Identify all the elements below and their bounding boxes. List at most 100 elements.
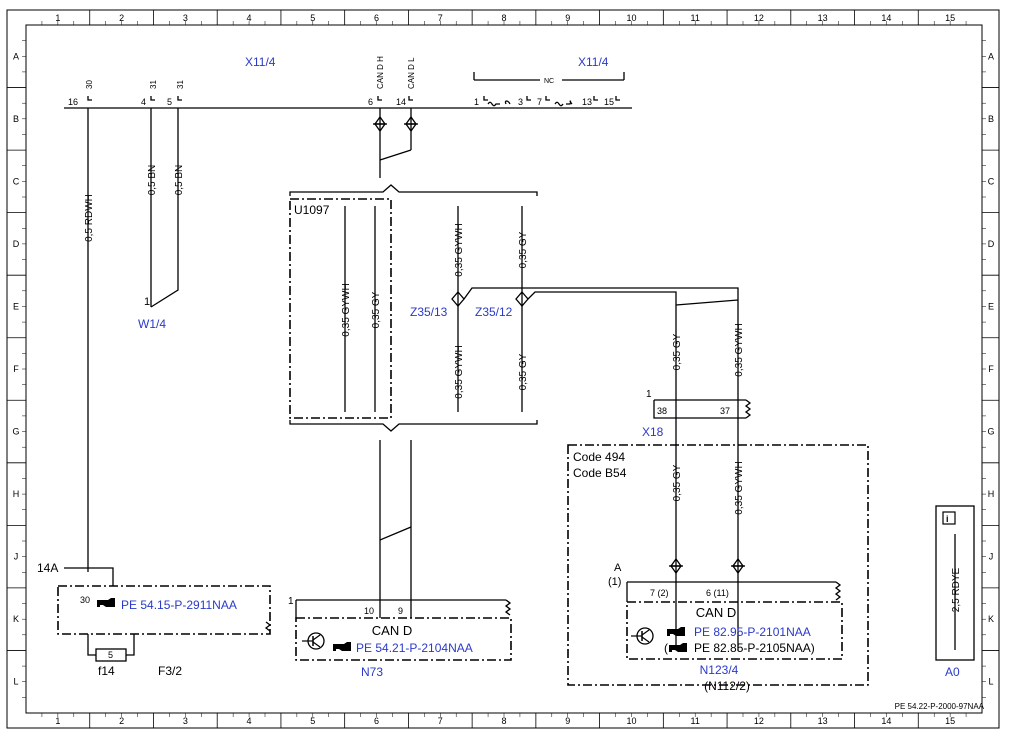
- pin-15: 15: [604, 97, 614, 107]
- n73-box: [295, 617, 512, 661]
- pin-7: 7: [537, 97, 542, 107]
- column-number: 15: [945, 13, 955, 23]
- u1097-gywh-label: 0,35 GYWH: [341, 283, 352, 336]
- pin-4: 4: [141, 97, 146, 107]
- x18-gy-top-label: 0,35 GY: [672, 333, 683, 370]
- nc-label: NC: [544, 78, 554, 85]
- f3-2-break: [264, 621, 272, 632]
- n123-4-box: [626, 601, 843, 660]
- z35-12-splice-icon: [515, 291, 529, 307]
- code-494-box: [567, 444, 869, 686]
- x11-4-left-label[interactable]: X11/4: [245, 55, 276, 69]
- column-number: 6: [374, 716, 379, 726]
- column-number: 7: [438, 13, 443, 23]
- n123-ref2-text: PE 82.85-P-2105NAA): [694, 641, 815, 655]
- n123-a-label: A: [614, 562, 622, 574]
- n123-transistor-icon: [630, 627, 654, 645]
- x18-label[interactable]: X18: [642, 425, 664, 439]
- nc-links: [487, 100, 573, 107]
- junction-14a-line: [64, 567, 114, 586]
- pin-1: 1: [474, 97, 479, 107]
- row-letter: J: [989, 552, 994, 562]
- u1097-bottom-brace: [289, 420, 538, 432]
- n123-pin-6: 6 (11): [706, 588, 729, 598]
- pin-30-label: 30: [85, 80, 94, 89]
- junction-14a-label: 14A: [37, 561, 58, 575]
- u1097-box: [289, 198, 392, 419]
- n73-can-d-label: CAN D: [372, 623, 412, 638]
- z35-12-label[interactable]: Z35/12: [475, 305, 513, 319]
- n73-pin-9: 9: [398, 606, 403, 616]
- f3-2-box: [57, 585, 271, 635]
- column-number: 4: [247, 716, 252, 726]
- n123-ref2-paren: (: [664, 641, 668, 655]
- column-number: 13: [818, 716, 828, 726]
- column-number: 2: [119, 13, 124, 23]
- n73-connector-top: [295, 599, 506, 618]
- column-number: 11: [691, 13, 700, 23]
- pin-16: 16: [68, 97, 78, 107]
- pin-13: 13: [582, 97, 592, 107]
- column-number: 11: [691, 716, 700, 726]
- column-number: 13: [818, 13, 828, 23]
- nc-bracket: [473, 72, 625, 81]
- n123-break-1: [834, 581, 842, 601]
- n123-4-label[interactable]: N123/4: [700, 663, 739, 677]
- x18-break: [744, 399, 752, 419]
- pin-14: 14: [396, 97, 406, 107]
- pin-5: 5: [167, 97, 172, 107]
- legend-id-label[interactable]: A0: [945, 665, 960, 679]
- info-icon-glyph: i: [946, 514, 949, 524]
- w1-4-label[interactable]: W1/4: [138, 317, 166, 331]
- row-letter: G: [12, 427, 19, 437]
- column-number: 14: [881, 13, 891, 23]
- column-number: 10: [626, 13, 636, 23]
- can-twist-bottom: [379, 526, 412, 541]
- pin-31a-label: 31: [149, 80, 158, 89]
- bn-wire-2-label: 0,5 BN: [174, 165, 185, 196]
- row-letter: C: [988, 176, 995, 186]
- n73-break: [504, 599, 512, 616]
- column-number: 8: [501, 13, 506, 23]
- x11-4-right-label[interactable]: X11/4: [578, 55, 609, 69]
- column-number: 5: [310, 716, 315, 726]
- z35-13-splice-icon: [451, 291, 465, 307]
- can-twist-top: [379, 149, 412, 161]
- f3-ref-link[interactable]: PE 54.15-P-2911NAA: [121, 598, 237, 612]
- row-letter: H: [988, 489, 995, 499]
- bridge-twist: [675, 299, 739, 306]
- n123-a1-label: (1): [608, 576, 621, 588]
- f14-pin-5: 5: [108, 650, 113, 660]
- n73-ref-link[interactable]: PE 54.21-P-2104NAA: [356, 641, 473, 655]
- x18-gywh-top-label: 0,35 GYWH: [734, 323, 745, 376]
- z35-13-label[interactable]: Z35/13: [410, 305, 448, 319]
- column-number: 3: [183, 13, 188, 23]
- column-number: 2: [119, 716, 124, 726]
- row-letter: D: [13, 239, 20, 249]
- column-number: 10: [626, 716, 636, 726]
- n73-label[interactable]: N73: [361, 665, 383, 679]
- column-number: 14: [881, 716, 891, 726]
- n123-ref1-link[interactable]: PE 82.95-P-2101NAA: [694, 625, 811, 639]
- column-number: 15: [945, 716, 955, 726]
- x18-pin-group: 1: [646, 389, 652, 400]
- row-letter: E: [988, 301, 994, 311]
- x18-gywh-bottom-label: 0,35 GYWH: [734, 461, 745, 514]
- column-number: 12: [754, 13, 764, 23]
- f14-label: f14: [98, 664, 115, 678]
- row-letter: E: [13, 301, 19, 311]
- n123-pin-7: 7 (2): [650, 588, 669, 598]
- pin-stubs: [87, 96, 620, 101]
- row-letter: F: [988, 364, 994, 374]
- n123-ref2-hand-icon: [669, 643, 687, 652]
- f3-pin-30: 30: [80, 595, 90, 605]
- code-494-label: Code 494: [573, 450, 625, 464]
- f3-2-label: F3/2: [158, 664, 182, 678]
- column-number: 7: [438, 716, 443, 726]
- row-letter: D: [988, 239, 995, 249]
- n73-transistor-icon: [301, 632, 325, 650]
- footer-code: PE 54.22-P-2000-97NAA: [895, 702, 985, 711]
- row-letter: H: [13, 489, 20, 499]
